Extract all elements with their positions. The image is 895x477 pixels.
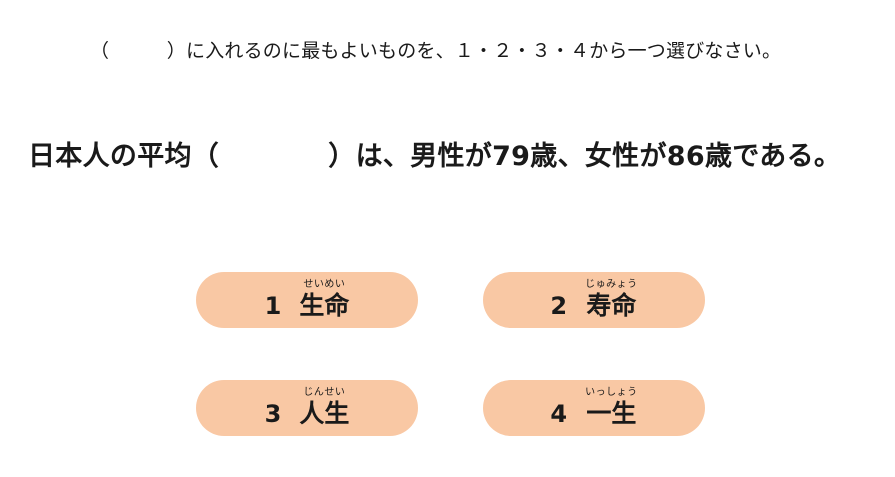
- option-number: 1: [264, 292, 282, 320]
- option-word: いっしょう 一生: [585, 387, 638, 429]
- option-number: 4: [550, 400, 568, 428]
- option-3-button[interactable]: 3 じんせい 人生: [196, 380, 418, 436]
- option-label: 生命: [299, 291, 350, 320]
- option-4-button[interactable]: 4 いっしょう 一生: [483, 380, 705, 436]
- option-label: 人生: [299, 399, 350, 428]
- question-sentence: 日本人の平均（ ）は、男性が79歳、女性が86歳である。: [28, 141, 842, 172]
- option-furigana: じんせい: [303, 387, 346, 398]
- option-label: 寿命: [586, 291, 637, 320]
- option-1-button[interactable]: 1 せいめい 生命: [196, 272, 418, 328]
- option-2-button[interactable]: 2 じゅみょう 寿命: [483, 272, 705, 328]
- option-label: 一生: [586, 399, 637, 428]
- option-number: 3: [264, 400, 282, 428]
- option-furigana: せいめい: [303, 279, 346, 290]
- option-furigana: じゅみょう: [585, 279, 638, 290]
- option-word: じゅみょう 寿命: [585, 279, 638, 321]
- option-number: 2: [550, 292, 568, 320]
- option-word: せいめい 生命: [299, 279, 349, 321]
- instruction-text: （ ）に入れるのに最もよいものを、１・２・３・４から一つ選びなさい。: [90, 40, 782, 62]
- option-word: じんせい 人生: [299, 387, 349, 429]
- option-furigana: いっしょう: [585, 387, 638, 398]
